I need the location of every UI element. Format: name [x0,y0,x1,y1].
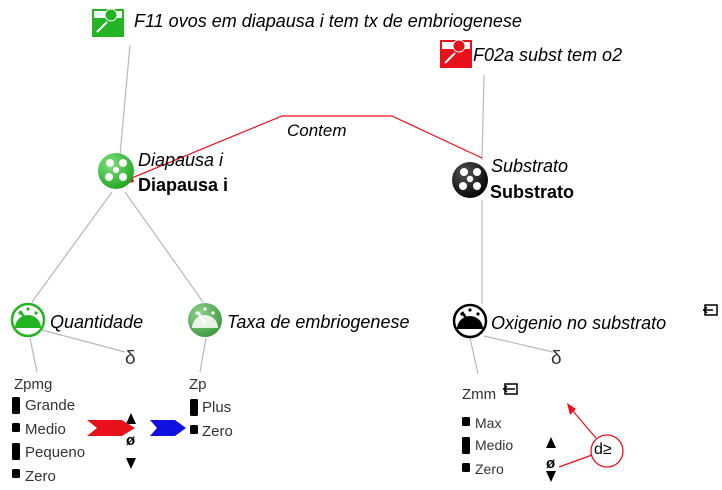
qspace-marker-point [462,463,470,472]
line-taxa-qspace [199,337,207,373]
entity-icon-substrato[interactable] [452,162,488,198]
qspace-value[interactable]: Plus [202,399,232,416]
line-diapausa-quantidade [31,191,113,303]
correspondence-arrow-blue [150,420,186,436]
derivative-arrows-quantidade [126,413,136,469]
qspace-value[interactable]: Pequeno [25,444,86,461]
folder-icon-f11[interactable] [92,8,124,37]
derivative-arrows-oxigenio [546,437,556,482]
derivative-zero-quantidade[interactable]: ø [126,432,136,449]
folder-icon-f02a[interactable] [440,39,472,68]
inequality-arrow-line [571,409,597,439]
qspace-marker-interval [190,399,198,416]
qspace-value[interactable]: Medio [475,437,514,453]
qspace-value[interactable]: Grande [25,397,76,414]
exogenous-icon [702,304,718,316]
qspace-marker-point [12,469,20,478]
gauge-icon-taxa[interactable] [188,303,222,337]
fragment-label-f11[interactable]: F11 ovos em diapausa i tem tx de embriog… [134,11,522,31]
entity-name-diapausa[interactable]: Diapausa i [138,150,224,170]
derivative-delta-oxigenio[interactable]: δ [551,348,562,369]
line-f02a-substrato [481,74,485,161]
qspace-marker-interval [12,397,20,414]
inequality-circle [590,434,624,468]
qspace-value[interactable]: Medio [25,421,66,438]
quantity-label-oxigenio[interactable]: Oxigenio no substrato [491,313,667,333]
gauge-icon-quantidade[interactable] [10,302,46,338]
inequality-label[interactable]: d≥ [594,441,612,458]
qspace-marker-point [462,417,470,426]
correspondence-arrow-red [87,420,135,436]
quantity-label-quantidade[interactable]: Quantidade [50,312,144,332]
line-quantidade-derivative [41,329,126,353]
line-oxigenio-qspace [469,337,479,375]
inequality-line [558,454,593,468]
inequality-arrowhead [567,403,576,415]
qspace-marker-point [190,425,198,434]
line-diapausa-taxa [124,191,204,303]
line-f11-diapausa [119,44,131,156]
qspace-name-zpmg: Zpmg [14,376,53,393]
qspace-marker-interval [462,437,470,454]
exogenous-icon [502,383,518,395]
config-arrow-contem [121,115,483,183]
derivative-zero-oxigenio[interactable]: ø [546,455,556,472]
qspace-name-zmm: Zmm [462,386,497,403]
qspace-value[interactable]: Max [475,415,502,431]
relation-label-contem[interactable]: Contem [287,121,347,140]
entity-name-substrato[interactable]: Substrato [491,156,569,176]
line-quantidade-qspace [29,337,38,373]
entity-icon-diapausa[interactable] [98,153,134,189]
qspace-marker-interval [12,443,20,460]
gauge-icon-oxigenio[interactable] [452,303,488,339]
fragment-label-f02a[interactable]: F02a subst tem o2 [473,45,623,65]
entity-instance-substrato[interactable]: Substrato [490,182,575,202]
quantity-label-taxa[interactable]: Taxa de embriogenese [227,312,410,332]
line-oxigenio-derivative [483,335,554,353]
qspace-value[interactable]: Zero [202,423,233,440]
qspace-value[interactable]: Zero [25,468,56,485]
entity-instance-diapausa[interactable]: Diapausa i [138,175,229,195]
qspace-value[interactable]: Zero [475,461,504,477]
derivative-delta-quantidade[interactable]: δ [125,348,136,369]
qspace-marker-point [12,423,20,432]
qspace-name-zp: Zp [189,376,207,393]
